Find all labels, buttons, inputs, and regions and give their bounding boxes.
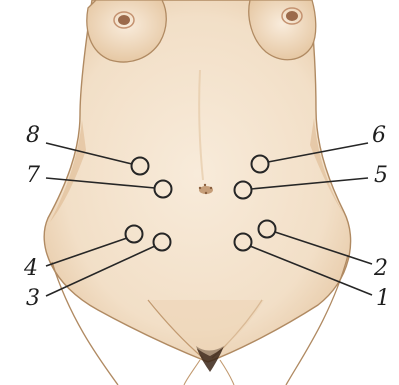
port-label-4: 4 [23, 256, 38, 281]
left-inner-leg [184, 360, 200, 385]
port-label-8: 8 [26, 123, 40, 148]
port-label-7: 7 [26, 163, 40, 188]
left-nipple [118, 15, 130, 25]
port-label-5: 5 [374, 163, 388, 188]
port-label-6: 6 [372, 123, 386, 148]
port-label-1: 1 [376, 286, 390, 311]
port-label-2: 2 [373, 256, 388, 281]
right-nipple [286, 11, 298, 21]
right-inner-leg [220, 360, 234, 385]
port-label-3: 3 [26, 286, 40, 311]
